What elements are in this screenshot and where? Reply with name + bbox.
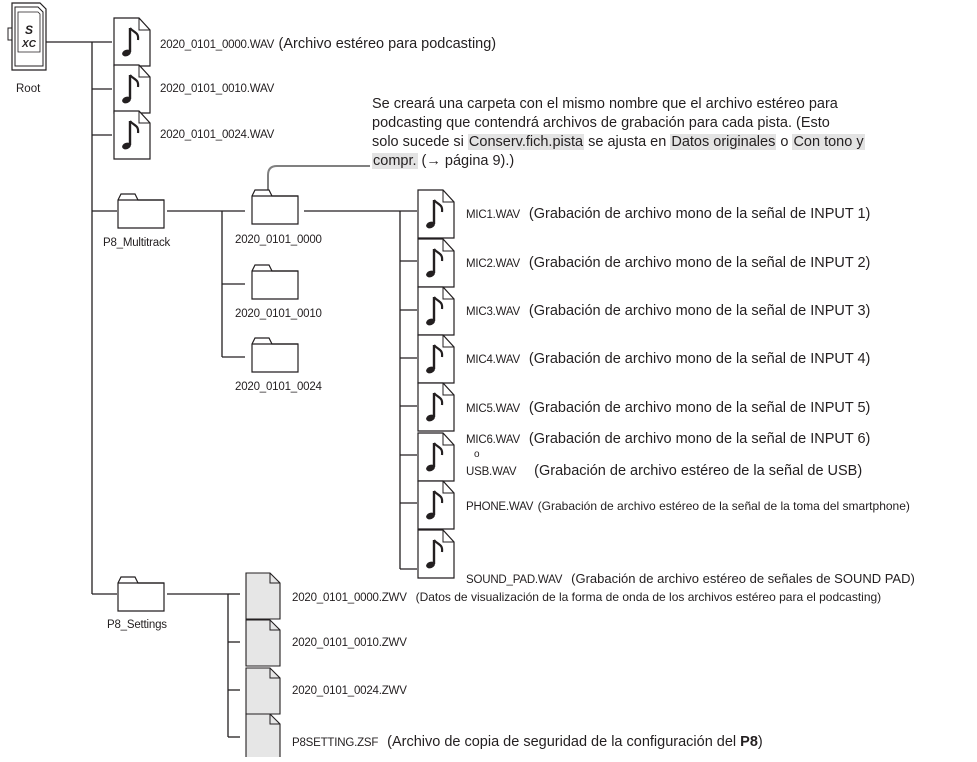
folder-label: 2020_0101_0010 [235,308,322,320]
svg-text:S: S [25,23,33,37]
track-file-row: MIC1.WAV (Grabación de archivo mono de l… [466,206,870,222]
note-highlight: Con tono y [792,134,865,150]
folder-label: 2020_0101_0000 [235,234,322,246]
file-desc: (Grabación de archivo estéreo de señales… [571,571,915,586]
folder-icon [251,264,299,300]
wav-file-icon [416,528,456,580]
track-file-row: USB.WAV (Grabación de archivo estéreo de… [466,463,862,479]
wav-file-icon [416,188,456,240]
file-desc: (Grabación de archivo mono de la señal d… [528,206,871,222]
track-folder-note: Se creará una carpeta con el mismo nombr… [372,95,962,171]
data-file-icon [245,667,281,715]
note-highlight: compr. [372,153,418,169]
folder-icon [117,576,165,612]
note-highlight: Conserv.fich.pista [467,134,585,150]
wav-file-icon [416,333,456,385]
folder-label: P8_Settings [107,619,167,631]
sdxc-card-icon: S XC [7,2,47,71]
folder-icon [251,189,299,225]
file-name: MIC3.WAV [466,306,520,318]
wav-file-icon [112,63,152,115]
root-file-name: 2020_0101_0000.WAV [160,39,275,51]
or-label: o [474,449,480,460]
file-name: 2020_0101_0000.ZWV [292,592,407,604]
file-desc: (Datos de visualización de la forma de o… [415,590,882,604]
root-file-name: 2020_0101_0010.WAV [160,83,275,95]
file-desc: (Grabación de archivo mono de la señal d… [528,255,871,271]
root-file-row: 2020_0101_0000.WAV (Archivo estéreo para… [160,36,496,52]
note-highlight: Datos originales [670,134,777,150]
note-line: compr. (→ página 9).) [372,153,515,169]
note-line: Se creará una carpeta con el mismo nombr… [372,96,838,112]
svg-text:XC: XC [21,39,37,50]
file-name: USB.WAV [466,466,517,478]
file-name: SOUND_PAD.WAV [466,574,563,586]
file-desc: (Grabación de archivo mono de la señal d… [528,303,871,319]
wav-file-icon [416,479,456,531]
wav-file-icon [416,237,456,289]
track-file-row: PHONE.WAV (Grabación de archivo estéreo … [466,498,910,514]
track-file-row: SOUND_PAD.WAV (Grabación de archivo esté… [466,571,915,587]
file-name: 2020_0101_0010.ZWV [292,637,407,649]
root-file-desc: (Archivo estéreo para podcasting) [278,36,497,52]
track-file-row: MIC5.WAV (Grabación de archivo mono de l… [466,400,870,416]
root-label: Root [16,83,41,95]
file-name: MIC6.WAV [466,434,520,446]
file-desc: (Grabación de archivo mono de la señal d… [528,351,871,367]
file-name: P8SETTING.ZSF [292,737,379,749]
wav-file-icon [112,16,152,68]
file-desc: (Grabación de archivo mono de la señal d… [528,431,871,447]
track-file-row: MIC6.WAV (Grabación de archivo mono de l… [466,431,870,447]
file-name: MIC2.WAV [466,258,520,270]
settings-file-row: 2020_0101_0000.ZWV (Datos de visualizaci… [292,589,881,605]
note-line: podcasting que contendrá archivos de gra… [372,115,830,131]
wav-file-icon [416,381,456,433]
file-name: MIC4.WAV [466,354,520,366]
file-name: MIC5.WAV [466,403,520,415]
file-name: MIC1.WAV [466,209,520,221]
file-desc: (Archivo de copia de seguridad de la con… [387,734,741,750]
folder-label: P8_Multitrack [103,237,171,249]
root-file-name: 2020_0101_0024.WAV [160,129,275,141]
file-desc: (Grabación de archivo estéreo de la seña… [534,463,863,479]
note-line: solo sucede si Conserv.fich.pista se aju… [372,134,865,150]
file-name: 2020_0101_0024.ZWV [292,685,407,697]
callout-line [267,165,370,191]
wav-file-icon [416,285,456,337]
product-name: P8 [740,734,758,750]
folder-icon [251,337,299,373]
track-file-row: MIC2.WAV (Grabación de archivo mono de l… [466,255,870,271]
folder-label: 2020_0101_0024 [235,381,322,393]
wav-file-icon [112,109,152,161]
data-file-icon [245,713,281,761]
folder-icon [117,193,165,229]
tree-lines [46,41,417,738]
file-desc: (Grabación de archivo mono de la señal d… [528,400,871,416]
file-desc: (Grabación de archivo estéreo de la seña… [537,499,910,513]
track-file-row: MIC3.WAV (Grabación de archivo mono de l… [466,303,870,319]
settings-file-row: P8SETTING.ZSF (Archivo de copia de segur… [292,734,763,750]
wav-file-icon [416,431,456,483]
track-file-row: MIC4.WAV (Grabación de archivo mono de l… [466,351,870,367]
file-name: PHONE.WAV [466,501,534,513]
data-file-icon [245,572,281,620]
data-file-icon [245,619,281,667]
